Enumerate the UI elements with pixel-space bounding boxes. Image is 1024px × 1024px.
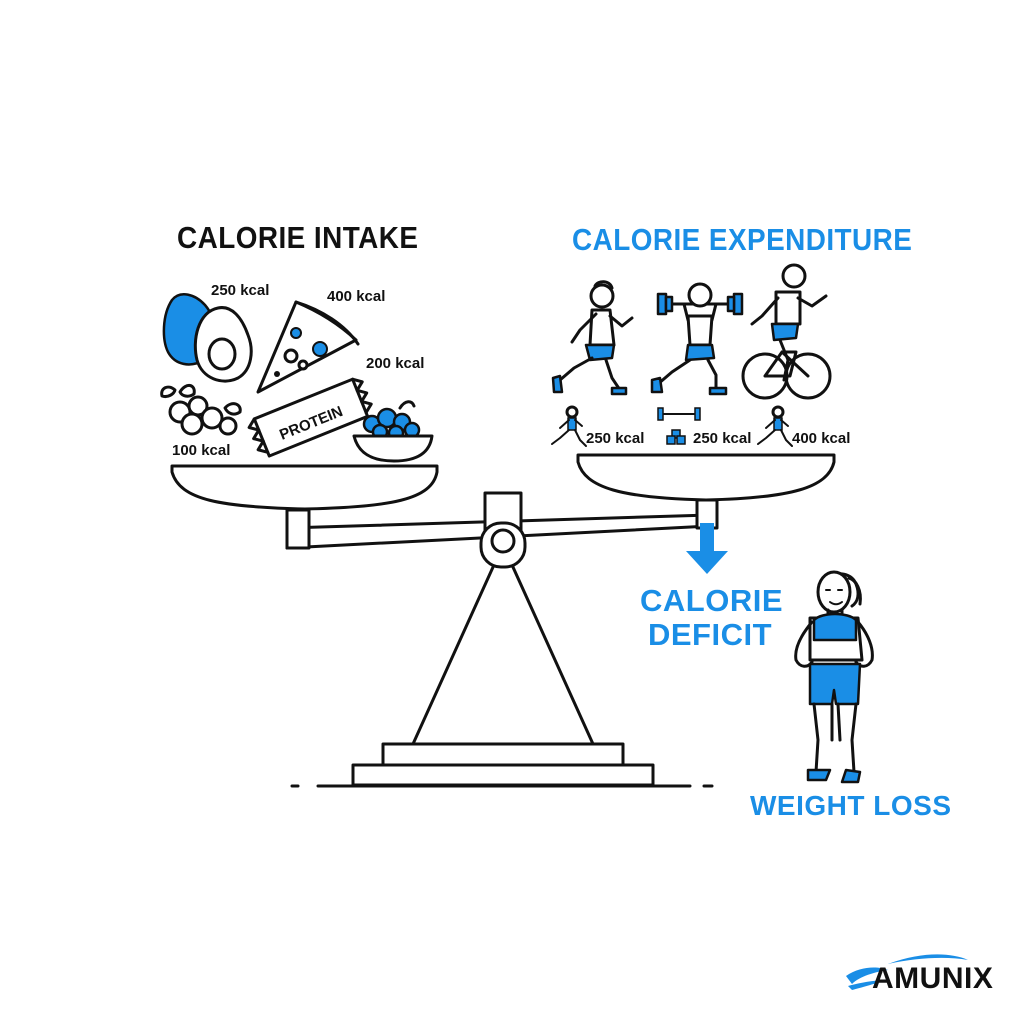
deficit-label-line2: DEFICIT: [647, 617, 773, 652]
running-kcal: 250 kcal: [586, 430, 645, 447]
cyclist-icon: [741, 263, 832, 400]
brand-name: AMUNIX: [872, 962, 994, 995]
weight-loss-label: WEIGHT LOSS: [750, 790, 952, 821]
avocado-kcal: 250 kcal: [211, 282, 270, 299]
small-runner-icon: [551, 405, 587, 447]
berries-icon: [160, 384, 242, 436]
deficit-label-line1: CALORIE: [640, 583, 783, 618]
weightlifting-kcal: 250 kcal: [693, 430, 752, 447]
blueberry-bowl-icon: [352, 400, 434, 463]
small-weights-icon: [657, 407, 701, 445]
expenditure-title: CALORIE EXPENDITURE: [572, 222, 913, 257]
amunix-logo-icon: [846, 954, 968, 990]
avocado-icon: [162, 293, 253, 383]
protein-bar-icon: PROTEIN: [247, 377, 373, 458]
fit-woman-icon: [794, 570, 874, 784]
berries-kcal: 100 kcal: [172, 442, 231, 459]
protein-bar-kcal: 200 kcal: [366, 355, 425, 372]
pizza-icon: [256, 300, 360, 394]
small-runner-icon-2: [757, 405, 793, 447]
cycling-kcal: 400 kcal: [792, 430, 851, 447]
weightlifter-icon: [650, 282, 744, 396]
pizza-kcal: 400 kcal: [327, 288, 386, 305]
runner-icon: [551, 280, 634, 396]
down-arrow-icon: [686, 523, 728, 574]
intake-title: CALORIE INTAKE: [177, 220, 419, 255]
